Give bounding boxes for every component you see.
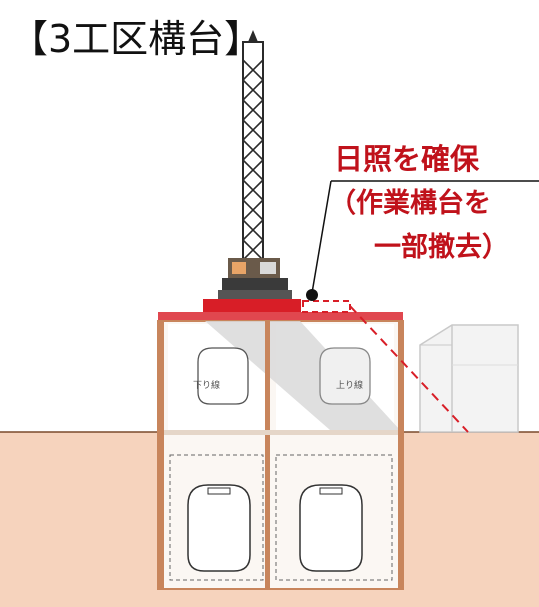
removed-platform-section	[302, 300, 351, 313]
callout-text-line1: （作業構台を	[329, 188, 491, 219]
tunnel-label-left: 下り線	[193, 381, 221, 391]
adjacent-building	[419, 324, 519, 433]
callout-text-line2: 一部撤去）	[374, 232, 509, 263]
crane	[218, 30, 292, 300]
work-platform	[158, 299, 403, 321]
page-title: 【3工区構台】	[10, 17, 263, 61]
callout-heading: 日照を確保	[334, 142, 480, 176]
tunnel-label-right: 上り線	[336, 381, 364, 391]
culvert-structure	[157, 320, 404, 590]
callout-leader	[306, 180, 539, 301]
sunlight-line	[349, 305, 469, 433]
